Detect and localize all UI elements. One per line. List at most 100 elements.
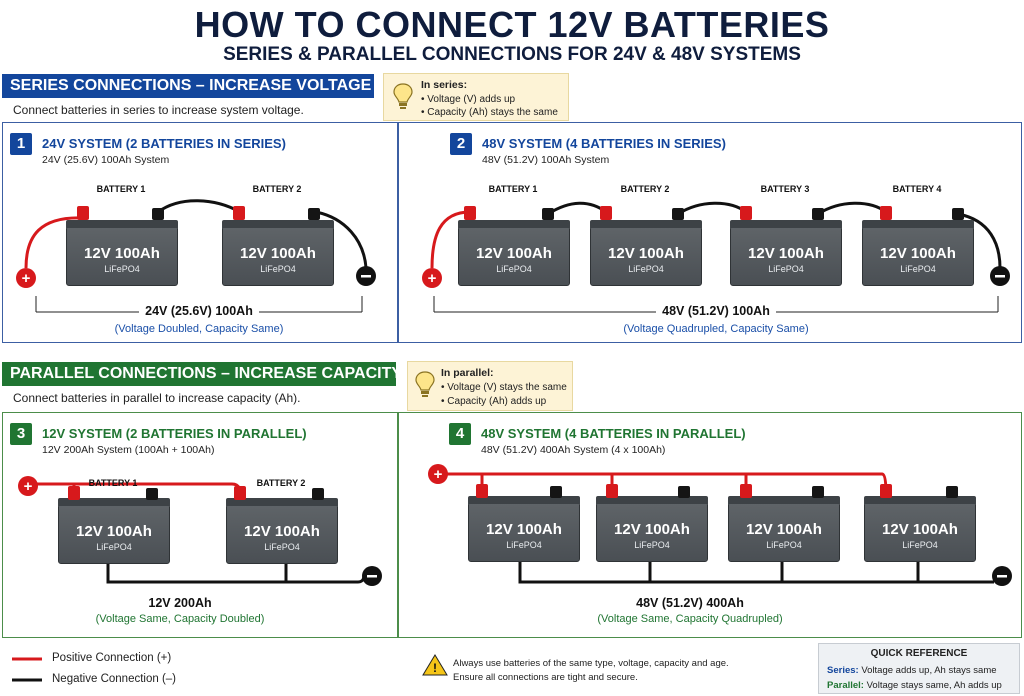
svg-text:+: + [428, 270, 437, 287]
minus-icon [990, 266, 1010, 286]
battery-label: BATTERY 1 [96, 184, 146, 194]
negative-wire [547, 201, 607, 216]
lightbulb-icon [393, 83, 413, 109]
plus-icon: + [428, 464, 448, 484]
qref-parallel-text: Voltage stays same, Ah adds up [866, 680, 1002, 691]
legend-positive: Positive Connection (+) [52, 652, 172, 664]
series-description: Connect batteries in series to increase … [13, 103, 304, 117]
battery-capacity: 12V 100Ah [240, 245, 316, 262]
series-tip-line: • Capacity (Ah) stays the same [421, 107, 558, 118]
system-total: 24V (25.6V) 100Ah [139, 304, 259, 318]
battery-capacity: 12V 100Ah [882, 521, 958, 538]
plus-icon: + [16, 268, 36, 288]
parallel-tip: In parallel: • Voltage (V) stays the sam… [407, 361, 573, 411]
panel-title: 48V SYSTEM (4 BATTERIES IN PARALLEL) [481, 426, 746, 441]
legend-negative: Negative Connection (–) [52, 673, 177, 685]
system-total: 12V 200Ah [148, 596, 212, 610]
plus-icon: + [422, 268, 442, 288]
qref-parallel-key: Parallel: [827, 680, 864, 691]
svg-text:+: + [22, 270, 31, 287]
battery-label: BATTERY 4 [892, 184, 942, 194]
negative-terminal [812, 208, 824, 220]
negative-wire [957, 212, 1002, 269]
positive-terminal [233, 206, 245, 220]
series-tip-heading: In series: [421, 79, 468, 91]
panel-subtitle: 48V (51.2V) 400Ah System (4 x 100Ah) [481, 444, 666, 456]
panel-title: 48V SYSTEM (4 BATTERIES IN SERIES) [482, 136, 726, 151]
positive-terminal [234, 486, 246, 500]
negative-terminal [952, 208, 964, 220]
series-tip-line: • Voltage (V) adds up [421, 94, 516, 105]
battery-capacity: 12V 100Ah [244, 523, 320, 540]
svg-text:+: + [24, 478, 33, 495]
svg-text:+: + [434, 466, 443, 483]
positive-terminal [77, 206, 89, 220]
quick-reference-heading: QUICK REFERENCE [870, 648, 968, 659]
battery-chemistry: LiFePO4 [96, 542, 132, 552]
negative-terminal [308, 208, 320, 220]
battery-label: BATTERY 2 [252, 184, 302, 194]
negative-terminal [146, 488, 158, 500]
battery-capacity: 12V 100Ah [76, 523, 152, 540]
parallel-tip-heading: In parallel: [441, 367, 494, 379]
warning-triangle-icon: ! [422, 654, 448, 676]
positive-terminal [476, 484, 488, 498]
battery-chemistry: LiFePO4 [496, 264, 532, 274]
panel-number: 3 [10, 423, 32, 445]
system-note: (Voltage Same, Capacity Doubled) [95, 613, 265, 625]
minus-icon [362, 566, 382, 586]
battery-capacity: 12V 100Ah [486, 521, 562, 538]
negative-terminal [152, 208, 164, 220]
qref-series-key: Series: [827, 665, 859, 676]
negative-wire [157, 199, 241, 214]
plus-icon: + [18, 476, 38, 496]
battery-label: BATTERY 2 [256, 478, 306, 488]
battery-capacity: 12V 100Ah [880, 245, 956, 262]
system-total: 48V (51.2V) 400Ah [636, 596, 744, 610]
qref-series-text: Voltage adds up, Ah stays same [861, 665, 997, 676]
positive-terminal [606, 484, 618, 498]
negative-terminal [550, 486, 562, 498]
warning-line: Ensure all connections are tight and sec… [453, 672, 638, 683]
positive-wire [430, 210, 471, 269]
battery-capacity: 12V 100Ah [746, 521, 822, 538]
battery-capacity: 12V 100Ah [608, 245, 684, 262]
positive-terminal [880, 484, 892, 498]
battery-capacity: 12V 100Ah [748, 245, 824, 262]
battery-capacity: 12V 100Ah [476, 245, 552, 262]
positive-terminal [600, 206, 612, 220]
negative-wire [315, 210, 368, 269]
panel-subtitle: 12V 200Ah System (100Ah + 100Ah) [42, 444, 215, 456]
positive-terminal [740, 206, 752, 220]
battery-chemistry: LiFePO4 [260, 264, 296, 274]
page-subtitle: SERIES & PARALLEL CONNECTIONS FOR 24V & … [223, 44, 801, 65]
battery-label: BATTERY 1 [488, 184, 538, 194]
positive-terminal [880, 206, 892, 220]
parallel-banner: PARALLEL CONNECTIONS – INCREASE CAPACITY… [2, 362, 438, 386]
negative-wire [677, 201, 747, 216]
panel-subtitle: 48V (51.2V) 100Ah System [482, 154, 610, 166]
battery-chemistry: LiFePO4 [506, 540, 542, 550]
panel-number: 1 [10, 133, 32, 155]
negative-terminal [812, 486, 824, 498]
negative-wire [817, 201, 887, 216]
battery-chemistry: LiFePO4 [264, 542, 300, 552]
panel-title: 12V SYSTEM (2 BATTERIES IN PARALLEL) [42, 426, 307, 441]
warning-line: Always use batteries of the same type, v… [453, 658, 729, 669]
svg-text:!: ! [433, 661, 437, 675]
positive-terminal [68, 486, 80, 500]
system-note: (Voltage Quadrupled, Capacity Same) [623, 323, 809, 335]
battery-chemistry: LiFePO4 [900, 264, 936, 274]
system-note: (Voltage Same, Capacity Quadrupled) [597, 613, 783, 625]
